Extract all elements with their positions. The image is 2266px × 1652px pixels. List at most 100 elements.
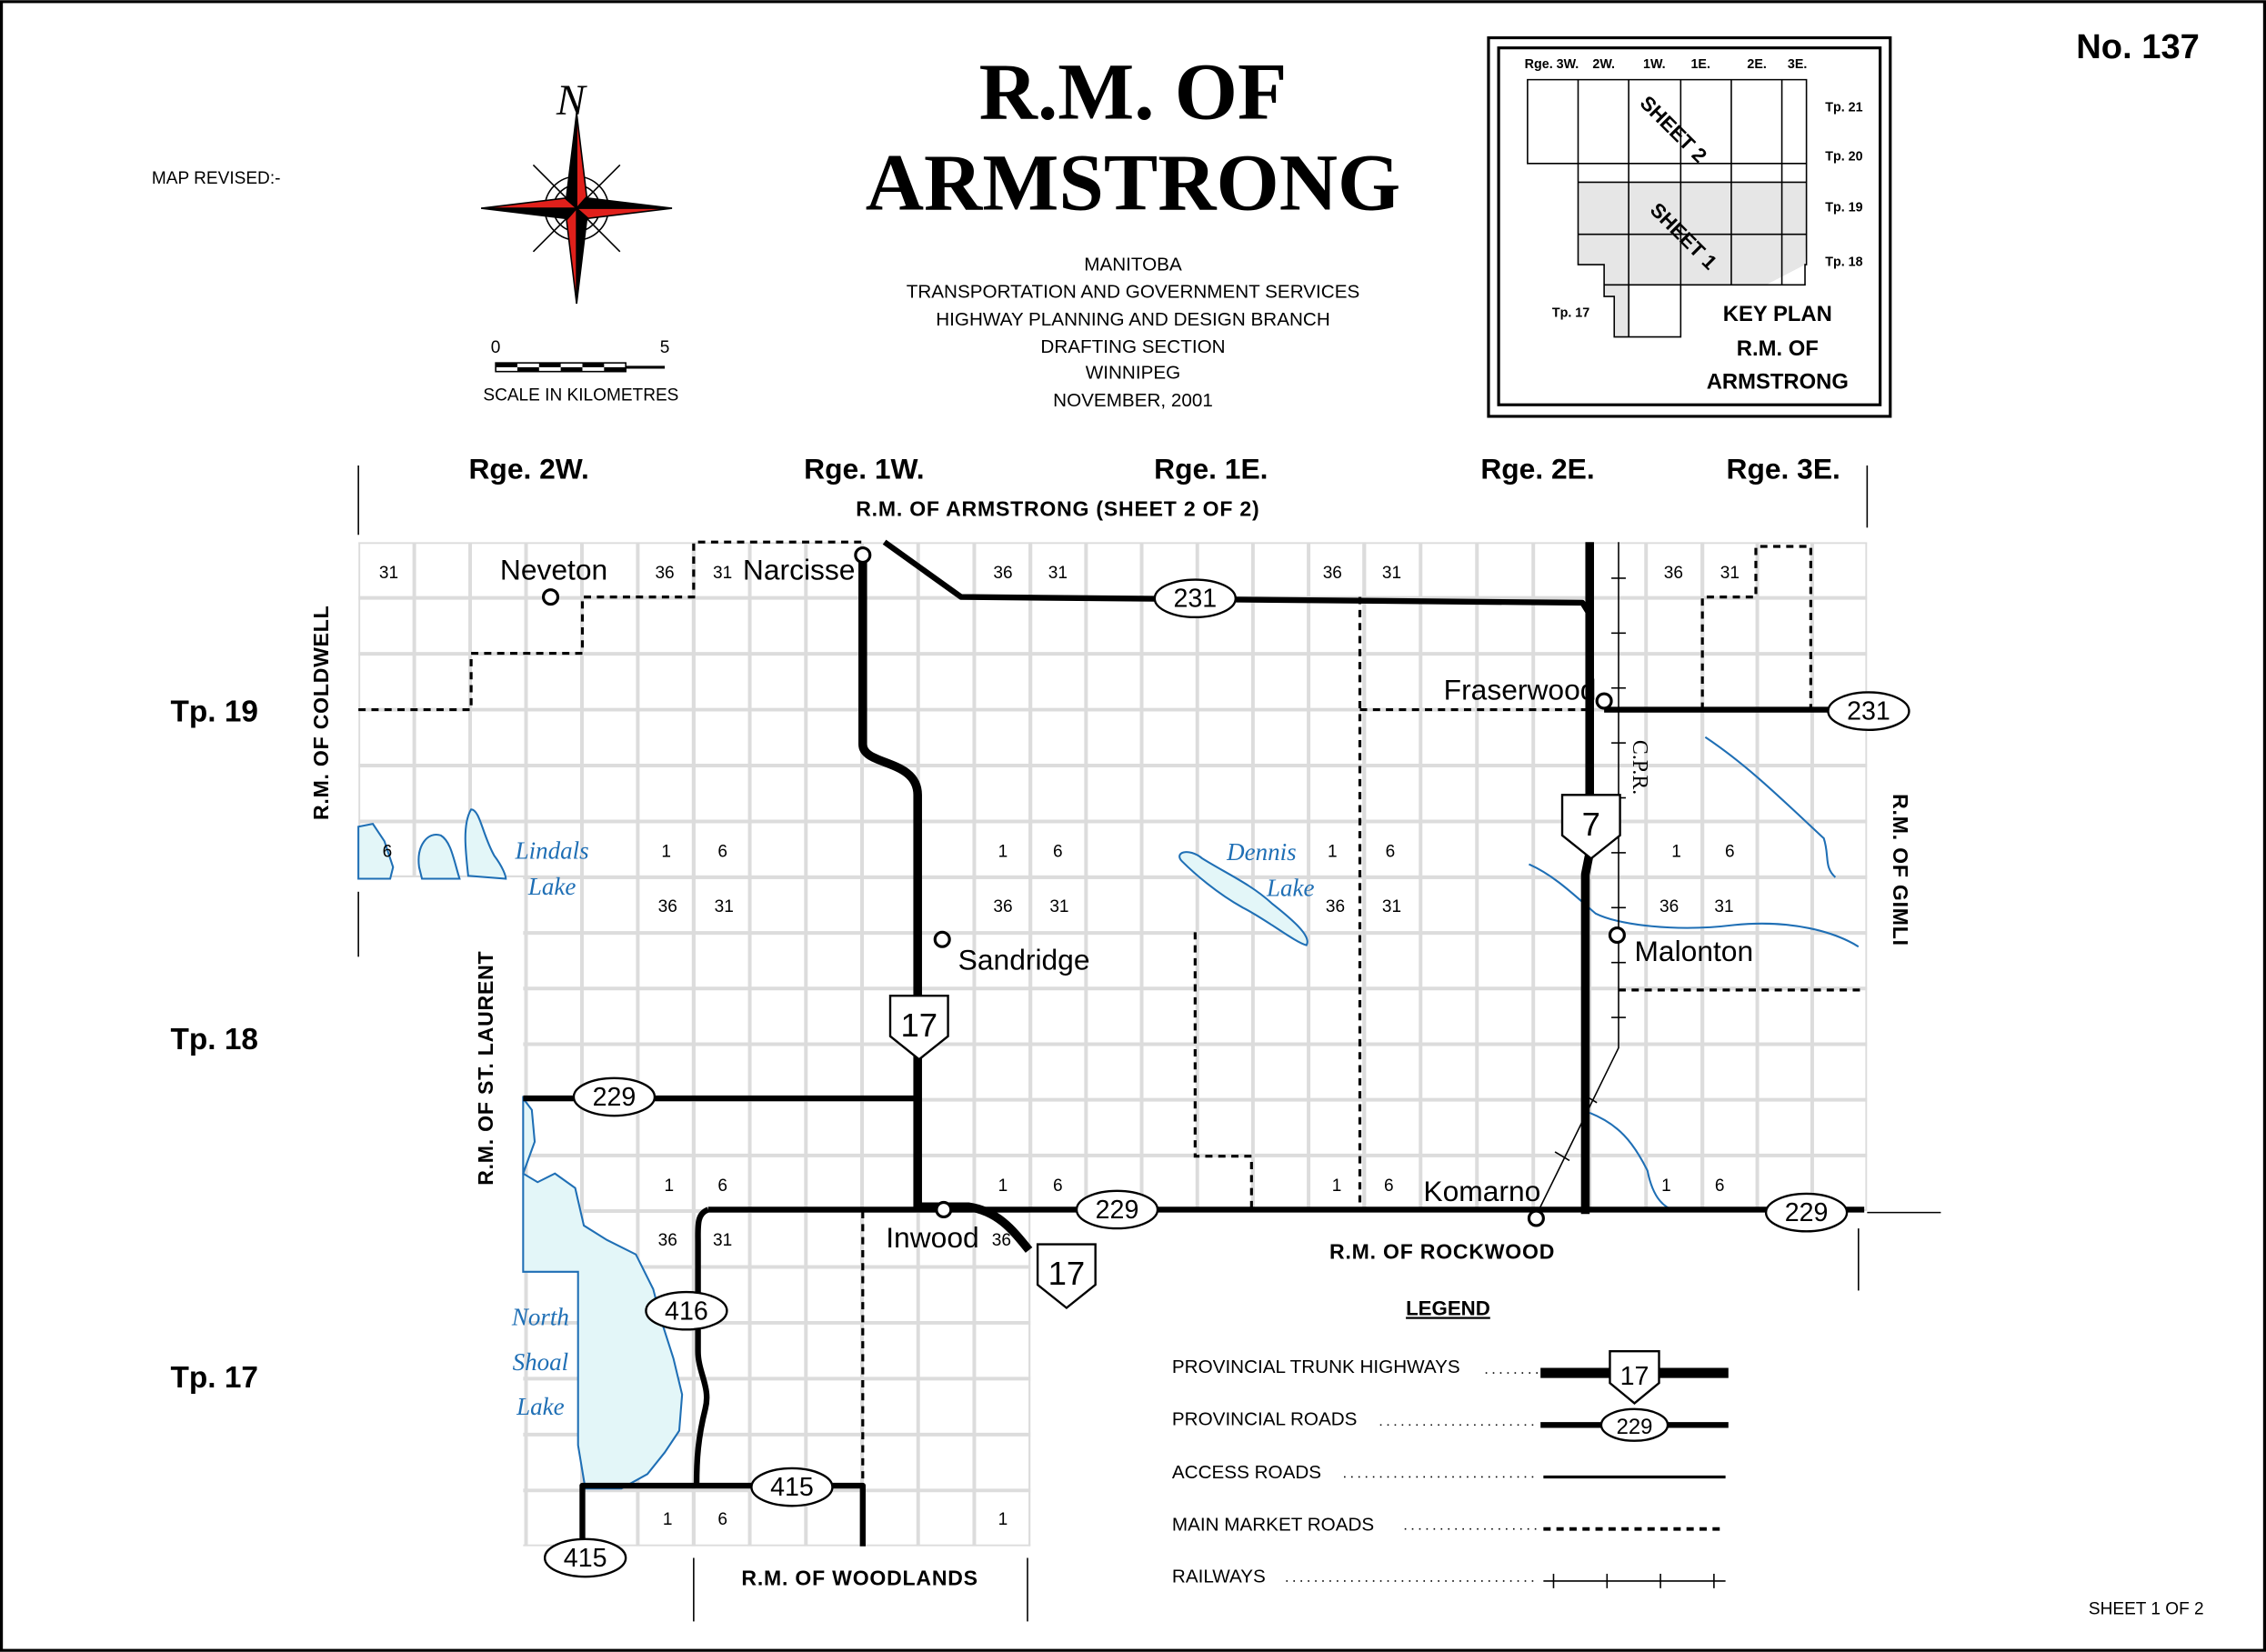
neighbour-rm-coldwell: R.M. OF COLDWELL [309, 605, 333, 820]
lake-west [357, 822, 395, 880]
key-plan-title: ARMSTRONG [1707, 370, 1849, 395]
section-number: 1 [998, 843, 1008, 862]
town-marker [541, 588, 560, 606]
key-plan-range: 3E. [1788, 57, 1807, 72]
section-number: 31 [1714, 897, 1733, 916]
town-label-neveton: Neveton [500, 554, 607, 586]
section-number: 6 [717, 1176, 727, 1196]
town-label-narcisse: Narcisse [743, 554, 856, 586]
key-plan: Rge. 3W. 2W. 1W. 1E. 2E. 3E. Tp. 21 Tp. … [1487, 35, 1892, 418]
section-number: 1 [998, 1176, 1008, 1196]
agency-line: NOVEMBER, 2001 [1053, 390, 1213, 411]
provincial-trunk-highways [858, 542, 1594, 1253]
neighbour-rm-gimli: R.M. OF GIMLI [1889, 794, 1912, 946]
town-label-fraserwood: Fraserwood [1444, 673, 1597, 706]
town-label-malonton: Malonton [1634, 935, 1753, 967]
key-plan-township: Tp. 18 [1825, 255, 1862, 270]
badge-number: 229 [1096, 1196, 1139, 1225]
township-label: Tp. 17 [171, 1361, 258, 1395]
agency-line: TRANSPORTATION AND GOVERNMENT SERVICES [907, 282, 1360, 303]
road-badge-229: 229 [572, 1076, 657, 1117]
lake-labels: Lindals Lake Dennis Lake North Shoal Lak… [511, 836, 1315, 1420]
section-number: 1 [661, 843, 671, 862]
neighbour-rm-woodlands: R.M. OF WOODLANDS [741, 1567, 978, 1590]
legend-label: PROVINCIAL TRUNK HIGHWAYS [1172, 1357, 1460, 1377]
badge-number: 231 [1173, 585, 1217, 614]
lake-label: Lake [1266, 875, 1315, 902]
lake-label: Lindals [515, 836, 589, 864]
neighbour-rm-rockwood: R.M. OF ROCKWOOD [1329, 1239, 1555, 1263]
section-number: 36 [658, 1231, 677, 1250]
key-plan-township: Tp. 21 [1825, 101, 1862, 115]
agency-line: WINNIPEG [1086, 363, 1180, 384]
sheet-footer: SHEET 1 OF 2 [2089, 1599, 2204, 1618]
road-badge-229: 229 [1764, 1192, 1849, 1233]
town-marker [935, 1200, 953, 1218]
neighbour-rm-north: R.M. OF ARMSTRONG (SHEET 2 OF 2) [856, 497, 1259, 521]
key-plan-title: KEY PLAN [1723, 302, 1832, 326]
badge-number: 415 [770, 1473, 814, 1502]
highway-shield-17: 17 [1036, 1243, 1097, 1310]
key-plan-township: Tp. 17 [1552, 305, 1589, 320]
town-marker [1527, 1209, 1545, 1227]
shield-number: 17 [900, 1006, 937, 1044]
legend-title: LEGEND [1406, 1297, 1490, 1319]
section-number: 1 [1328, 843, 1338, 862]
road-badge-229: 229 [1075, 1189, 1159, 1230]
section-number: 1 [1671, 843, 1681, 862]
river [1589, 1112, 1677, 1213]
river [1704, 736, 1837, 878]
section-number: 6 [1384, 1176, 1394, 1196]
key-plan-range: 2E. [1747, 57, 1766, 72]
section-number: 36 [1659, 897, 1679, 916]
section-number: 31 [379, 564, 398, 583]
railway-label: C.P.R. [1628, 740, 1651, 795]
section-number: 36 [658, 897, 677, 916]
water-features [357, 736, 1860, 1490]
township-label: Tp. 19 [171, 695, 258, 728]
railway-tick [1554, 1151, 1570, 1162]
badge-number: 415 [564, 1544, 607, 1573]
lake-label: North [511, 1304, 569, 1331]
legend-shield: 17 [1620, 1362, 1649, 1391]
range-label: Rge. 3E. [1727, 452, 1840, 485]
section-number: 31 [1720, 564, 1740, 583]
road-badge-231: 231 [1827, 691, 1910, 732]
key-plan-title: R.M. OF [1737, 336, 1819, 361]
town-marker [854, 546, 872, 565]
badge-number: 416 [665, 1297, 708, 1326]
agency-line: HIGHWAY PLANNING AND DESIGN BRANCH [936, 309, 1329, 330]
scale-bar: 0 5 SCALE IN KILOMETRES [483, 338, 678, 405]
cpr-railway [1534, 542, 1626, 1219]
legend-badge: 229 [1617, 1415, 1653, 1439]
section-number: 31 [713, 564, 732, 583]
town-marker [1595, 692, 1613, 710]
section-number: 31 [1049, 897, 1068, 916]
section-number: 1 [998, 1510, 1008, 1529]
section-number: 36 [992, 1231, 1011, 1250]
range-labels: Rge. 2W. Rge. 1W. Rge. 1E. Rge. 2E. Rge.… [468, 452, 1840, 485]
boundary-ticks [357, 465, 1941, 1622]
section-number: 1 [665, 1176, 675, 1196]
section-number: 31 [715, 897, 734, 916]
township-label: Tp. 18 [171, 1023, 258, 1056]
map-revised-label: MAP REVISED:- [152, 169, 281, 188]
scale-start: 0 [491, 338, 501, 357]
key-plan-range: 1W. [1643, 57, 1666, 72]
dennis-lake-shape [1178, 851, 1308, 946]
page-title-line1: R.M. OF [979, 48, 1288, 137]
section-number: 6 [717, 843, 727, 862]
section-number: 6 [717, 1510, 727, 1529]
range-label: Rge. 1W. [804, 452, 924, 485]
towns: Neveton Narcisse Fraserwood Sandridge Ma… [500, 546, 1753, 1254]
agency-line: DRAFTING SECTION [1040, 336, 1225, 357]
key-plan-sheet2: SHEET 2 [1636, 92, 1711, 167]
section-number: 1 [1661, 1176, 1671, 1196]
legend-label: RAILWAYS [1172, 1566, 1266, 1587]
legend-label: PROVINCIAL ROADS [1172, 1408, 1358, 1429]
section-number: 31 [1382, 897, 1401, 916]
legend: LEGEND PROVINCIAL TRUNK HIGHWAYS PROVINC… [1172, 1297, 1729, 1588]
scale-end: 5 [660, 338, 670, 357]
section-number: 31 [713, 1231, 732, 1250]
road-badge-415: 415 [543, 1537, 627, 1578]
